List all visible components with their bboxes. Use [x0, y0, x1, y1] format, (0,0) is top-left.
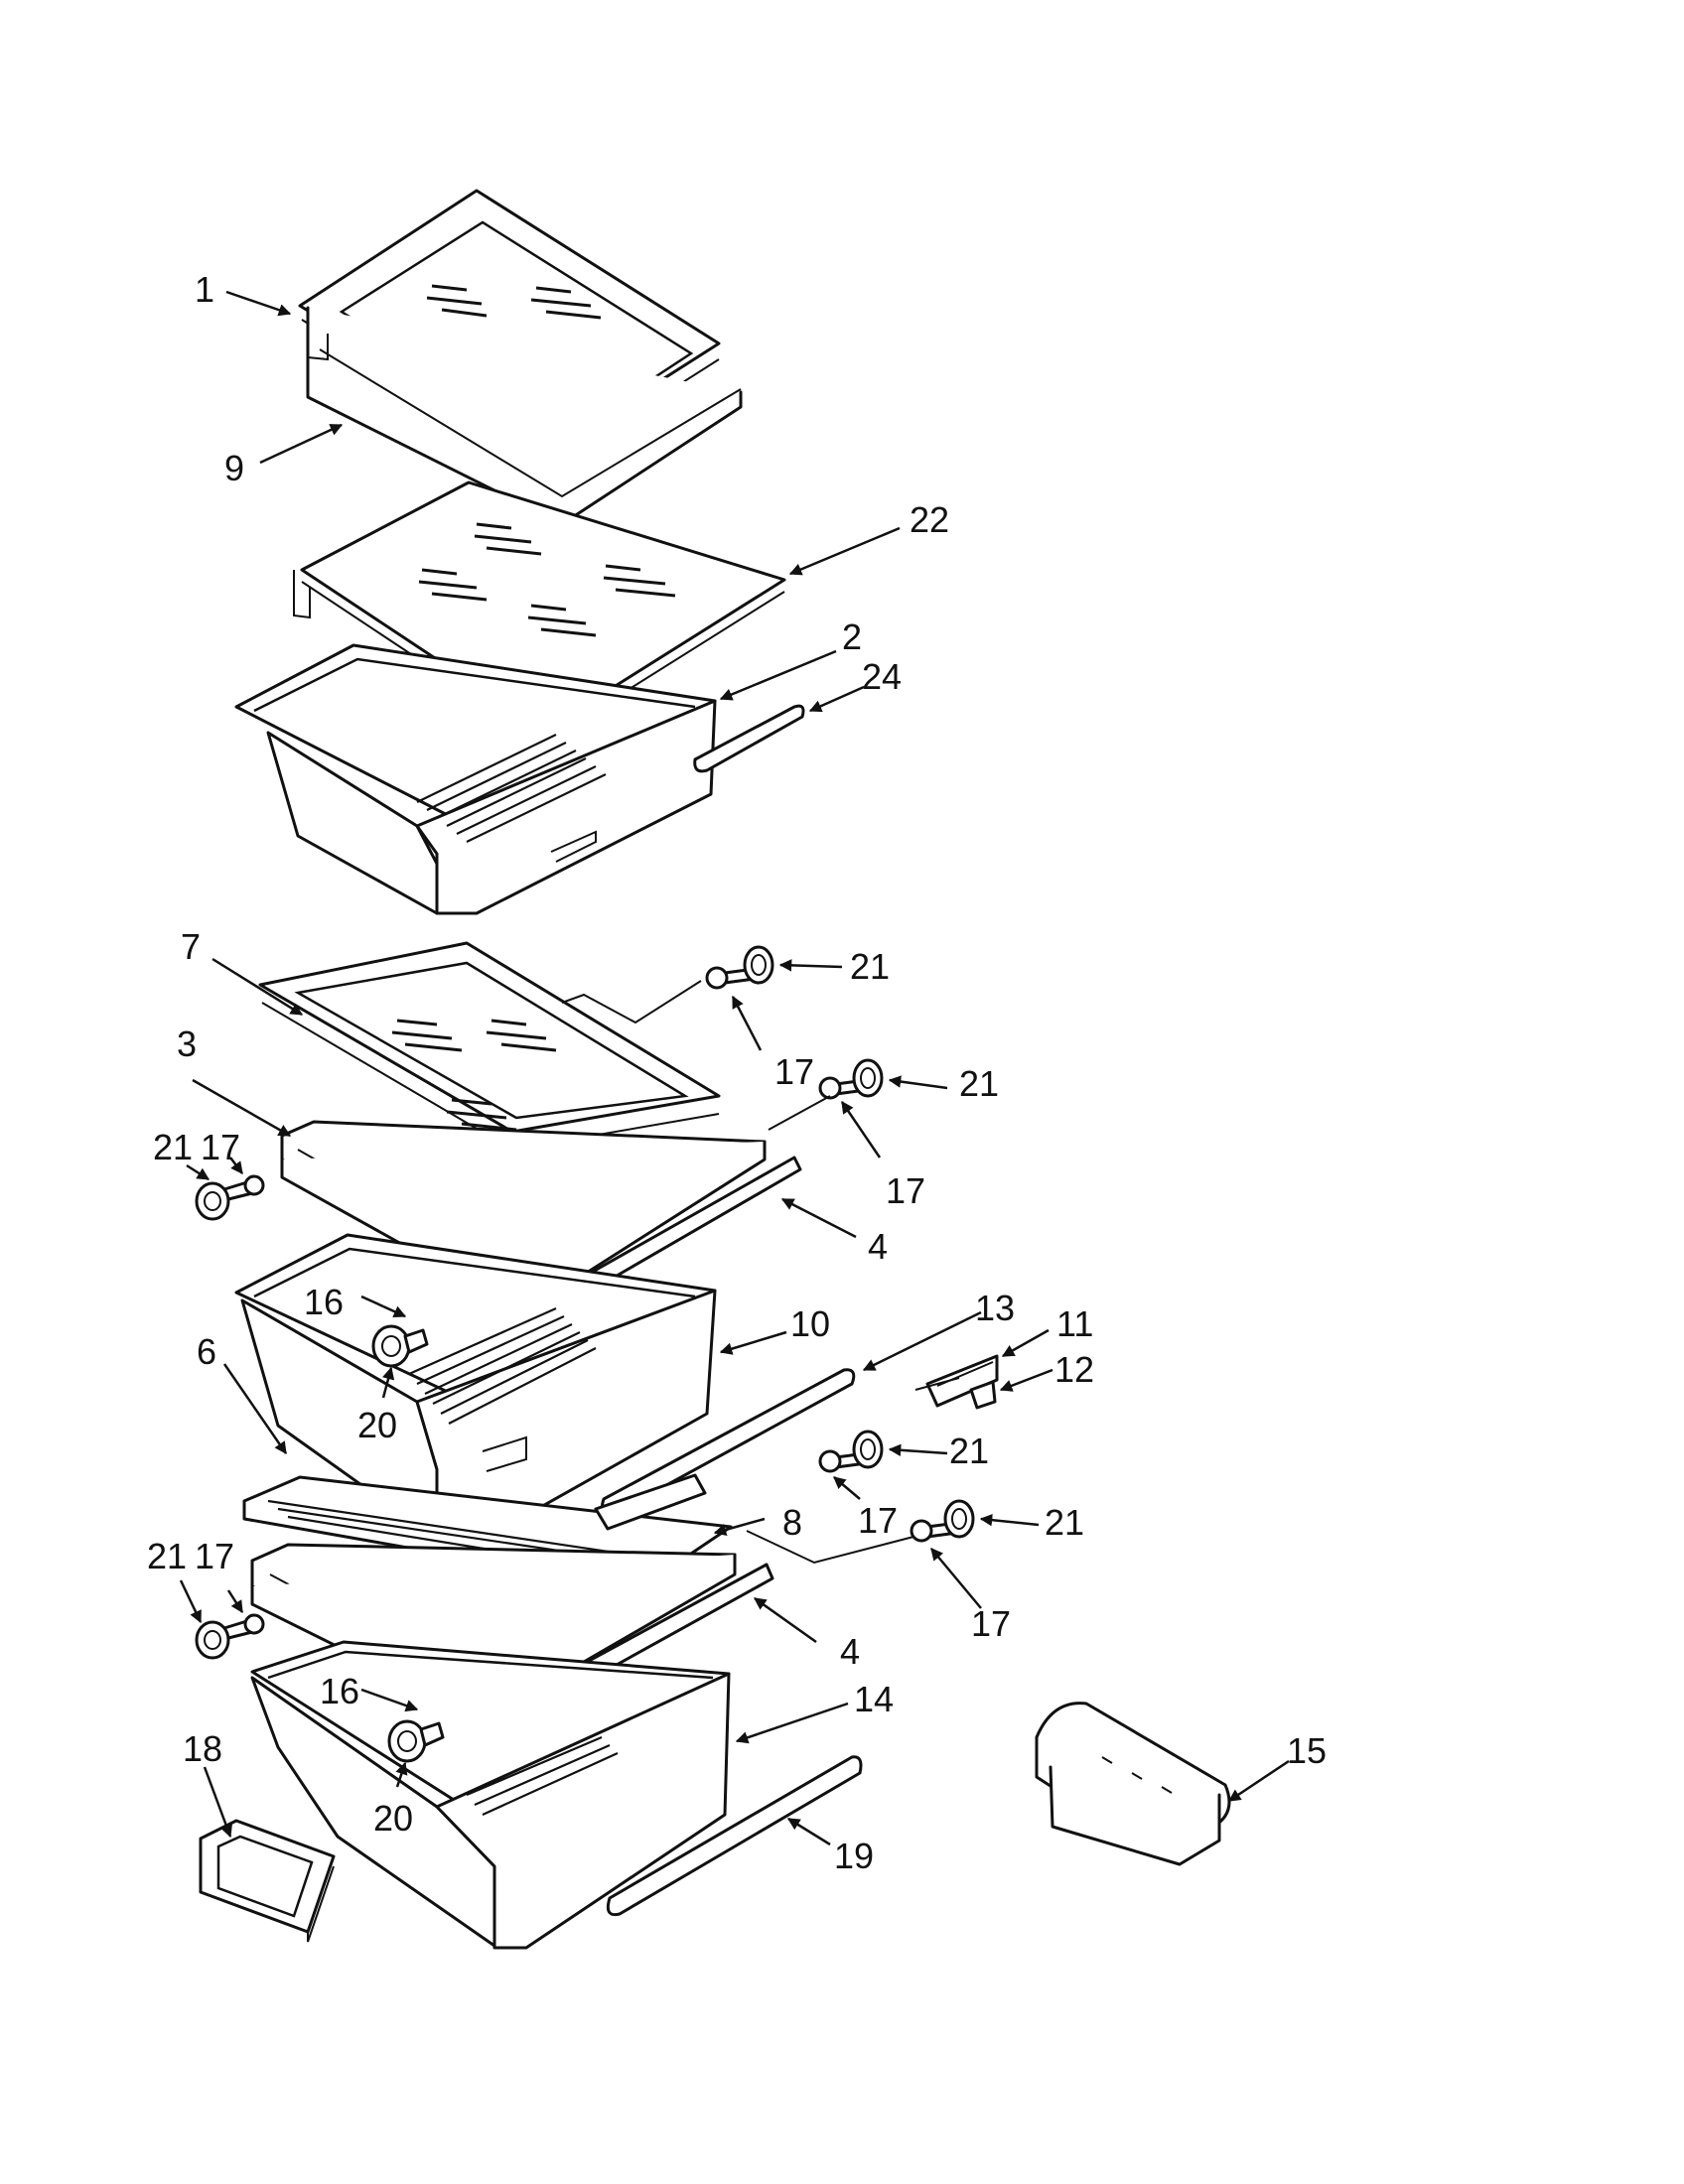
callout-17-b: 17: [886, 1170, 925, 1211]
callout-21-d: 21: [949, 1431, 989, 1471]
callout-12: 12: [1054, 1349, 1094, 1390]
callout-20-lower: 20: [373, 1798, 413, 1839]
callout-13: 13: [975, 1288, 1015, 1328]
callout-17-f: 17: [195, 1536, 234, 1576]
callout-17-c: 17: [201, 1127, 240, 1167]
screw-cap-group-5: [910, 1499, 975, 1543]
callout-21-b: 21: [959, 1063, 999, 1104]
callout-17-d: 17: [858, 1500, 898, 1541]
callout-14: 14: [854, 1679, 894, 1719]
callout-11: 11: [1056, 1303, 1093, 1344]
screw-cap-group-1: [705, 945, 774, 990]
screw-cap-group-4: [818, 1430, 884, 1473]
callout-4-upper: 4: [868, 1226, 888, 1267]
callout-6: 6: [197, 1331, 216, 1372]
clip-small: [969, 1380, 997, 1410]
callout-4-lower: 4: [840, 1631, 860, 1672]
callout-18: 18: [183, 1728, 222, 1769]
leader-lines: [179, 290, 1290, 1846]
callout-17-e: 17: [971, 1603, 1011, 1644]
callout-16-lower: 16: [320, 1671, 359, 1711]
callout-17-a: 17: [774, 1051, 814, 1092]
stop-wheel-group-upper: [371, 1324, 429, 1368]
callout-21-a: 21: [850, 946, 890, 987]
callout-15: 15: [1287, 1730, 1327, 1771]
callout-3: 3: [177, 1024, 197, 1064]
storage-bin: [1035, 1702, 1231, 1866]
label-holder: [199, 1819, 336, 1943]
callout-16-upper: 16: [304, 1282, 344, 1322]
screw-cap-group-6: [195, 1613, 265, 1660]
callout-19: 19: [834, 1836, 874, 1876]
drawer-upper: [234, 643, 717, 915]
callout-8: 8: [782, 1502, 802, 1543]
drawer-trim-upper: [693, 704, 805, 773]
callout-21-f: 21: [147, 1536, 187, 1576]
callout-1: 1: [195, 269, 214, 310]
callout-9: 9: [224, 448, 244, 488]
callout-21-c: 21: [153, 1127, 193, 1167]
drawer-lower: [250, 1640, 731, 1950]
drawer-middle: [234, 1233, 717, 1551]
screw-cap-group-3: [195, 1174, 265, 1221]
screw-cap-group-2: [818, 1058, 884, 1100]
callout-22: 22: [910, 499, 949, 540]
stop-wheel-group-lower: [387, 1719, 445, 1763]
callout-20-upper: 20: [357, 1405, 397, 1445]
shelf-glass-lower: [258, 941, 721, 1152]
callout-10: 10: [790, 1303, 830, 1344]
callout-2: 2: [842, 616, 862, 657]
callout-24: 24: [862, 656, 902, 697]
callout-7: 7: [181, 926, 201, 967]
callout-21-e: 21: [1045, 1502, 1084, 1543]
drawer-trim-lower: [606, 1755, 863, 1917]
